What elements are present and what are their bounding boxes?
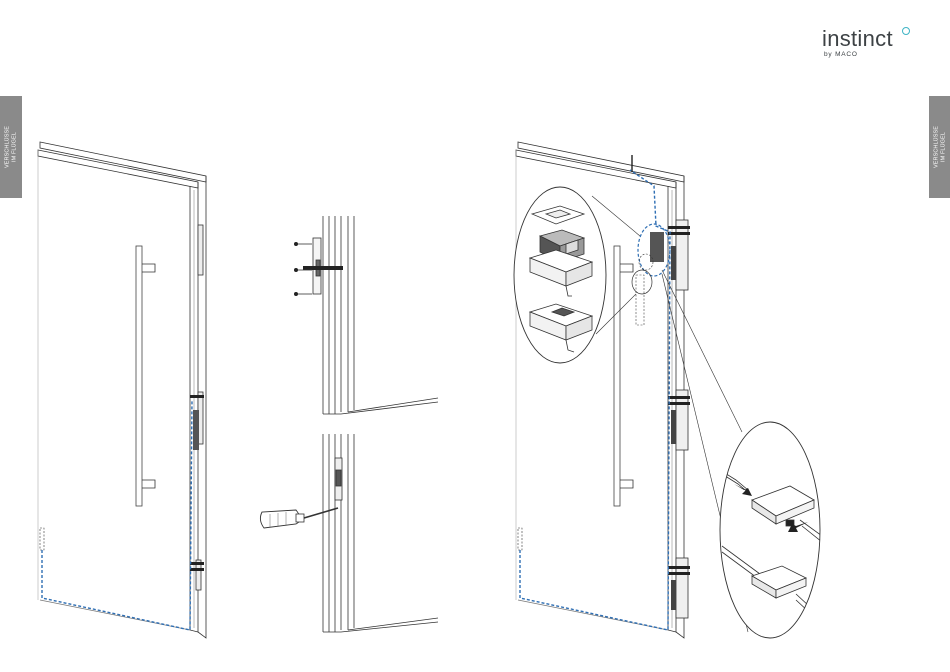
callout-cable-connectors (720, 422, 822, 638)
callout-lock-module (514, 187, 606, 363)
detail-bottom (323, 434, 438, 632)
detail-top (297, 216, 438, 414)
door-left-cable (42, 400, 192, 630)
door-left (38, 142, 206, 638)
door-left-connectors (40, 395, 204, 571)
screwdriver-icon (260, 508, 338, 528)
door-right-small-detail-ring (632, 270, 652, 294)
detail-top-screws (294, 242, 298, 296)
